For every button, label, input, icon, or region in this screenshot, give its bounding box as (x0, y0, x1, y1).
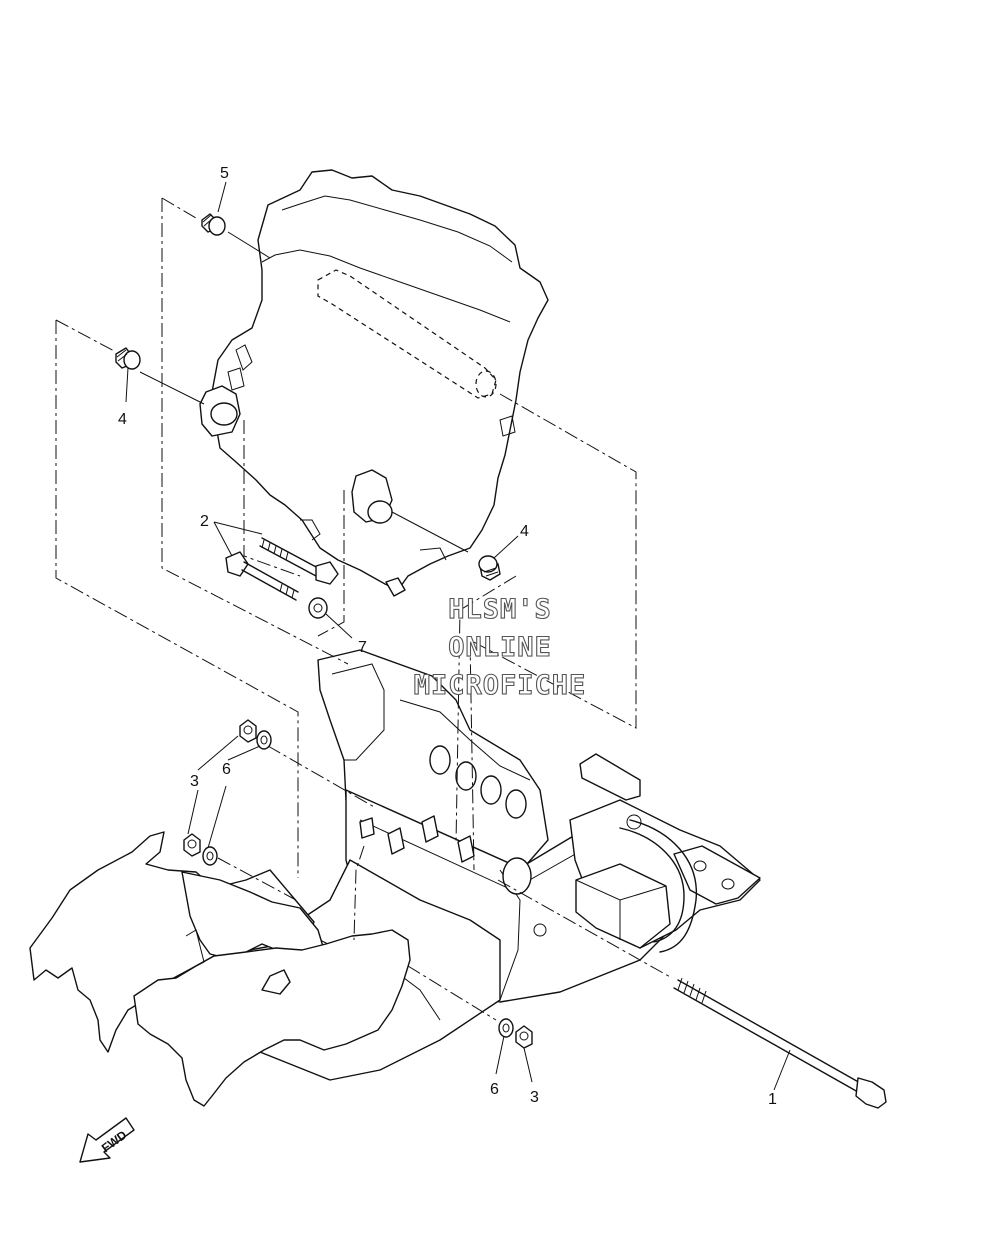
callout-4-upper: 4 (118, 411, 127, 428)
nut-3-upper-icon (239, 719, 257, 743)
callout-3-upper: 3 (190, 773, 199, 790)
callout-labels: 5 4 4 2 7 3 6 6 3 1 (118, 165, 777, 1108)
nut-3-mid-icon (183, 833, 201, 857)
callout-7: 7 (358, 639, 367, 656)
long-bolt-1-icon (673, 977, 887, 1109)
watermark: HLSM'S ONLINE MICROFICHE (413, 593, 587, 701)
washer-6-lower-icon (498, 1018, 514, 1038)
fwd-arrow-icon: FWD (79, 1117, 135, 1163)
watermark-line-2: ONLINE (448, 632, 552, 663)
callout-6-lower: 6 (490, 1081, 499, 1098)
fasteners (115, 213, 887, 1109)
bolt-5-icon (201, 213, 226, 236)
callout-6-upper: 6 (222, 761, 231, 778)
callout-3-lower: 3 (530, 1089, 539, 1106)
engine-block (199, 169, 549, 597)
assembly-guide-lines (55, 197, 673, 1021)
washer-6-upper-icon (256, 730, 272, 750)
callout-1: 1 (768, 1091, 777, 1108)
washer-7-icon (308, 597, 328, 619)
bolt-4-right-icon (478, 555, 501, 581)
left-side-shroud (29, 831, 411, 1107)
washer-6-mid-icon (202, 846, 218, 866)
watermark-line-3: MICROFICHE (414, 670, 587, 701)
bolt-4-upper-icon (115, 347, 141, 370)
nut-3-lower-icon (515, 1025, 533, 1049)
leader-lines (125, 181, 791, 1091)
callout-5: 5 (220, 165, 229, 182)
bolt-2-upper-icon (259, 537, 339, 585)
callout-4-right: 4 (520, 523, 529, 540)
callout-2: 2 (200, 513, 209, 530)
bolt-2-lower-icon (225, 551, 299, 601)
watermark-line-1: HLSM'S (448, 594, 552, 625)
